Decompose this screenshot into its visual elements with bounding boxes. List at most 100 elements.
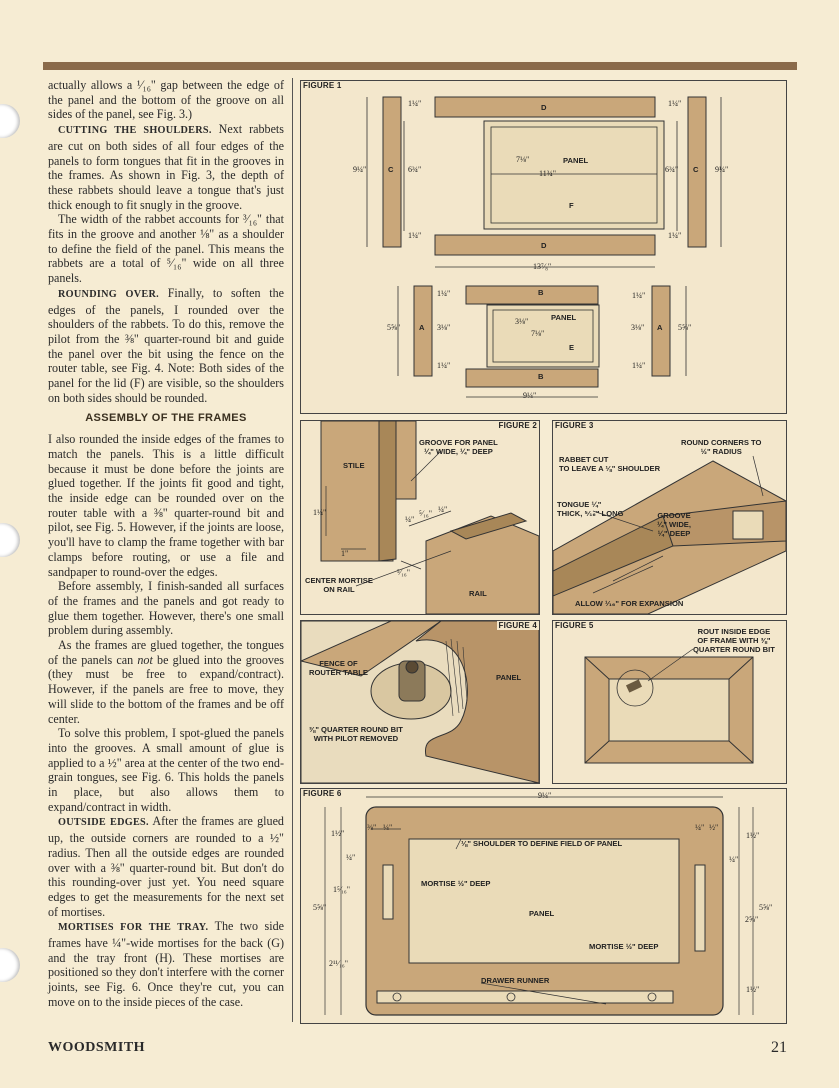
body-text-column: actually allows a ¹⁄₁₆" gap between the … — [48, 78, 284, 1010]
rail-label: RAIL — [469, 589, 487, 598]
part-label-f: F — [569, 201, 574, 210]
part-label-d: D — [541, 241, 547, 250]
figure-1-drawing — [366, 96, 722, 398]
dimension: 5⅝" — [313, 903, 327, 912]
dimension: 3⅛" — [631, 323, 645, 332]
figure-2-title: FIGURE 2 — [496, 421, 539, 430]
paragraph-text: Before assembly, I finish-sanded all sur… — [48, 579, 284, 638]
dimension: ¼" — [438, 505, 448, 514]
dimension: 1½" — [331, 829, 345, 838]
dimension: ¼" — [405, 515, 415, 524]
dimension: 6¾" — [408, 165, 422, 174]
part-label-c: C — [388, 165, 394, 174]
dimension: 1½" — [746, 985, 760, 994]
drawer-runner-callout: DRAWER RUNNER — [481, 976, 550, 985]
dimension: 1⁵⁄₁₆" — [333, 885, 350, 894]
rabbet-callout: RABBET CUT TO LEAVE A ⅛" SHOULDER — [559, 455, 661, 473]
dimension: 1¼" — [632, 361, 646, 370]
page-number: 21 — [771, 1039, 787, 1056]
dimension: ½" — [709, 823, 719, 832]
tongue-callout: TONGUE ¼" THICK, ⁵⁄₁₆" LONG — [557, 500, 624, 518]
run-in-heading: OUTSIDE EDGES. — [58, 817, 149, 829]
part-label-b: B — [538, 372, 544, 381]
paragraph-text: Finally, to soften the edges of the pane… — [48, 285, 284, 405]
dimension: 1¼" — [408, 99, 422, 108]
dimension: 9¼" — [353, 165, 367, 174]
column-divider — [292, 78, 293, 1022]
part-label-a: A — [657, 323, 663, 332]
paragraph-text: After the frames are glued up, the outsi… — [48, 814, 284, 919]
figure-3: FIGURE 3 ROUND CORNERS TO ½" RADIUS RABB… — [552, 420, 787, 615]
paragraph: I also rounded the inside edges of the f… — [48, 432, 284, 579]
stile-label: STILE — [343, 461, 365, 470]
dimension: 1½" — [746, 831, 760, 840]
panel-label: PANEL — [529, 909, 555, 918]
paragraph: To solve this problem, I spot-glued the … — [48, 726, 284, 814]
dimension: 5⅝" — [387, 323, 401, 332]
dimension: 3⅛" — [515, 317, 529, 326]
binder-hole-3 — [0, 948, 20, 982]
paragraph: actually allows a ¹⁄₁₆" gap between the … — [48, 78, 284, 122]
panel-label: PANEL — [551, 313, 577, 322]
run-in-heading: CUTTING THE SHOULDERS. — [58, 125, 212, 137]
part-label-e: E — [569, 343, 575, 352]
figure-5-title: FIGURE 5 — [553, 621, 596, 630]
part-label-b: B — [538, 288, 544, 297]
run-in-heading: MORTISES FOR THE TRAY. — [58, 922, 209, 934]
panel-label: PANEL — [496, 673, 522, 682]
rout-callout: ROUT INSIDE EDGE OF FRAME WITH ⅜" QUARTE… — [693, 627, 775, 654]
dimension: 2⅝" — [745, 915, 759, 924]
dimension: 7⅛" — [516, 155, 530, 164]
mortise-callout: CENTER MORTISE ON RAIL — [305, 576, 373, 594]
dimension: ¼" — [729, 855, 739, 864]
figure-5-drawing — [584, 648, 754, 764]
paragraph-text: To solve this problem, I spot-glued the … — [48, 726, 284, 814]
paragraph-text: The width of the rabbet accounts for ³⁄₁… — [48, 212, 284, 286]
round-corners-callout: ROUND CORNERS TO ½" RADIUS — [681, 438, 762, 456]
dimension: 9¼" — [538, 791, 552, 800]
dimension: 6¾" — [665, 165, 679, 174]
bit-callout: ⅜" QUARTER ROUND BIT WITH PILOT REMOVED — [309, 725, 403, 743]
panel-label: PANEL — [563, 156, 589, 165]
dimension: 1" — [341, 549, 349, 558]
dimension: 1¼" — [632, 291, 646, 300]
figure-5: FIGURE 5 ROUT INSIDE EDGE OF FRAME WITH … — [552, 620, 787, 784]
paragraph: MORTISES FOR THE TRAY. The two side fram… — [48, 919, 284, 1009]
paragraph: The width of the rabbet accounts for ³⁄₁… — [48, 212, 284, 286]
figure-4-drawing — [301, 621, 539, 783]
figure-2-drawing — [320, 421, 539, 614]
dimension: ¼" — [695, 823, 705, 832]
shoulder-callout: ⅛" SHOULDER TO DEFINE FIELD OF PANEL — [461, 839, 623, 848]
dimension: ⁵⁄₁₆" — [397, 568, 410, 577]
dimension: ¼" — [346, 853, 356, 862]
paragraph-text: The two side frames have ¼"-wide mortise… — [48, 919, 285, 1009]
dimension: 1¼" — [313, 508, 327, 517]
paragraph-text: I also rounded the inside edges of the f… — [48, 432, 284, 579]
paragraph-text: Next rabbets are cut on both sides of al… — [48, 122, 285, 212]
figure-6-title: FIGURE 6 — [301, 789, 344, 798]
part-label-d: D — [541, 103, 547, 112]
groove-callout: GROOVE FOR PANEL ¼" WIDE, ¼" DEEP — [419, 438, 498, 456]
dimension: 1¼" — [408, 231, 422, 240]
dimension: 7⅛" — [531, 329, 545, 338]
dimension: 5⅝" — [759, 903, 773, 912]
dimension: 1¼" — [437, 361, 451, 370]
figure-3-title: FIGURE 3 — [553, 421, 596, 430]
dimension: 5⅝" — [678, 323, 692, 332]
figure-1-title: FIGURE 1 — [301, 81, 344, 90]
paragraph: ROUNDING OVER. Finally, to soften the ed… — [48, 286, 284, 406]
figure-3-drawing — [553, 455, 786, 614]
dimension: 1¼" — [668, 231, 682, 240]
emphasis: not — [137, 652, 153, 667]
fence-callout: FENCE OF ROUTER TABLE — [309, 659, 368, 677]
figure-1: FIGURE 1 D D C C F PANEL B B A A E PANEL… — [300, 80, 787, 414]
figure-6: FIGURE 6 9¼" 1½" ¼" 1⁵⁄₁₆" 5⅝" 2¹¹⁄₁₆" ⅜… — [300, 788, 787, 1024]
dimension: 2¹¹⁄₁₆" — [329, 959, 348, 968]
binder-hole-2 — [0, 523, 20, 557]
dimension: 11¾" — [539, 169, 556, 178]
section-heading: ASSEMBLY OF THE FRAMES — [85, 412, 247, 425]
mortise-callout: MORTISE ½" DEEP — [421, 879, 491, 888]
binder-hole-1 — [0, 104, 20, 138]
dimension: ⁵⁄₁₆" — [419, 509, 432, 518]
paragraph: CUTTING THE SHOULDERS. Next rabbets are … — [48, 122, 284, 212]
